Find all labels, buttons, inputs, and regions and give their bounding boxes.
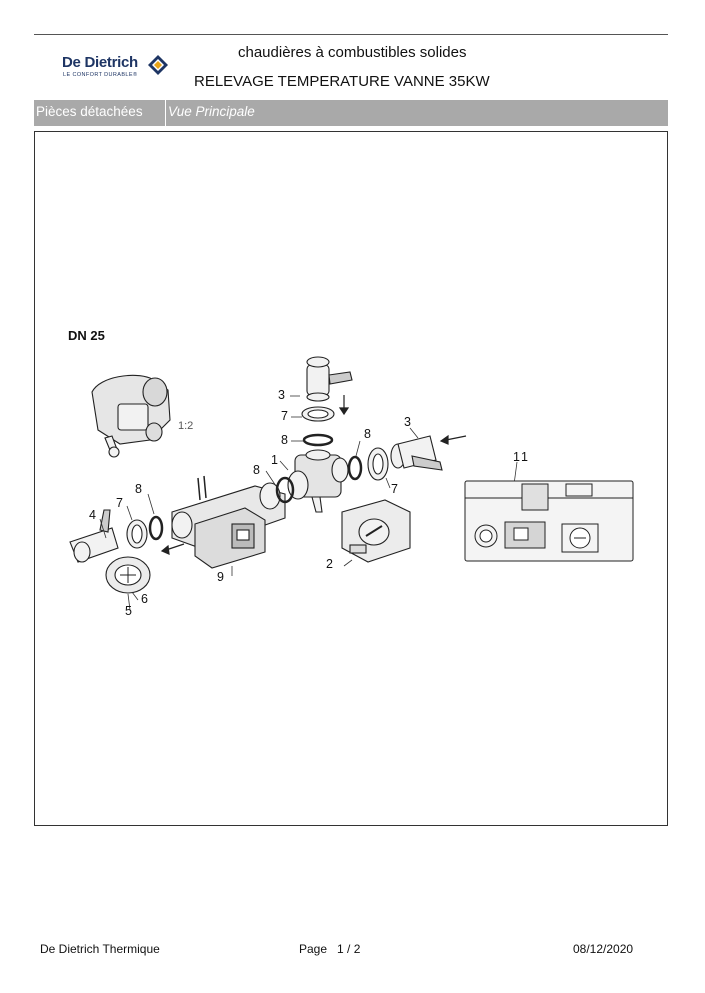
footer-page-label: Page: [299, 942, 328, 956]
part-label-8-mid: 8: [253, 463, 260, 477]
part-label-11: 11: [513, 450, 530, 464]
part-label-3-top: 3: [278, 388, 285, 402]
section-label: DN 25: [68, 328, 105, 343]
document-title: chaudières à combustibles solides: [238, 44, 467, 61]
part-label-9: 9: [217, 570, 224, 584]
document-subtitle: RELEVAGE TEMPERATURE VANNE 35KW: [194, 73, 490, 90]
tab-main-view[interactable]: Vue Principale: [168, 104, 255, 119]
part-label-7-left: 7: [116, 496, 123, 510]
part-label-8-top: 8: [281, 433, 288, 447]
part-label-8-left: 8: [135, 482, 142, 496]
diagram-frame: [34, 131, 668, 826]
footer-page-number: 1 / 2: [337, 942, 361, 956]
footer-page: Page 1 / 2: [299, 942, 360, 956]
brand-tagline: LE CONFORT DURABLE®: [63, 72, 138, 78]
part-label-4: 4: [89, 508, 96, 522]
part-label-2: 2: [326, 557, 333, 571]
footer-company: De Dietrich Thermique: [40, 942, 160, 956]
part-label-3-right: 3: [404, 415, 411, 429]
part-label-8-right: 8: [364, 427, 371, 441]
tab-bar: Pièces détachées Vue Principale: [34, 100, 668, 126]
part-label-6: 6: [141, 592, 148, 606]
part-label-7-right: 7: [391, 482, 398, 496]
exploded-view-drawing: [69, 356, 634, 611]
inset-scale-label: 1:2: [178, 420, 194, 432]
brand-logo: De Dietrich LE CONFORT DURABLE®: [62, 52, 172, 82]
part-label-5: 5: [125, 604, 132, 618]
part-label-7-top: 7: [281, 409, 288, 423]
brand-diamond-icon: [148, 55, 168, 75]
header-rule: [34, 34, 668, 35]
part-label-1: 1: [271, 453, 278, 467]
footer-date: 08/12/2020: [573, 942, 634, 956]
brand-name: De Dietrich: [62, 54, 138, 71]
tab-spare-parts[interactable]: Pièces détachées: [34, 100, 166, 126]
